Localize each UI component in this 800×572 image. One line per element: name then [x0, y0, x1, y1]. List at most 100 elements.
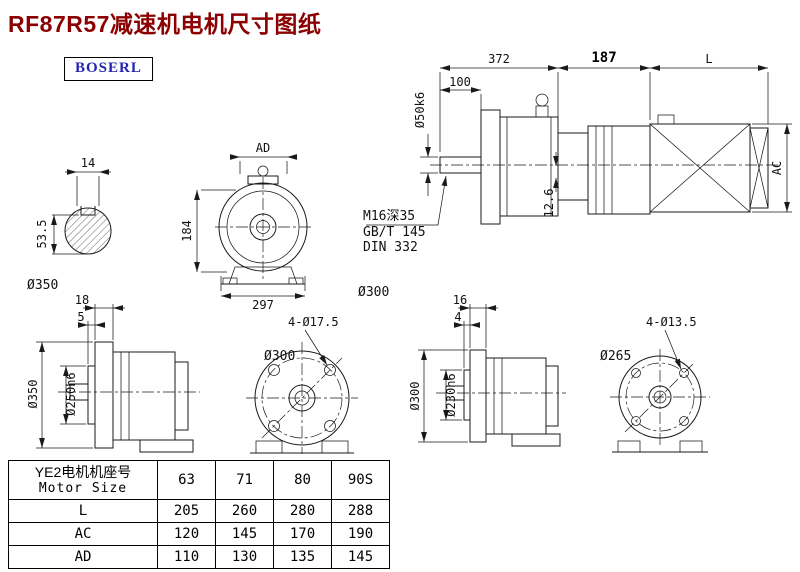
bolt-hole	[679, 368, 689, 378]
bolt-hole	[324, 420, 336, 432]
flange-outer-circle	[254, 350, 350, 446]
dimension-lines	[366, 65, 792, 226]
dim-shaft-dia: Ø50k6	[413, 92, 427, 128]
bolt-circle	[261, 357, 343, 439]
view-assembly-side: 372 187 L 100 Ø50k6 12.6 AC M16深35 GB/T …	[358, 50, 792, 300]
dim-16: 16	[453, 293, 467, 307]
cell: 145	[331, 545, 390, 569]
mounting-flange	[480, 109, 501, 225]
housing-step	[557, 132, 589, 201]
note-din-standard: DIN 332	[363, 240, 418, 255]
dim-spigot-250: Ø250h6	[64, 372, 78, 415]
note-tapped-hole: M16深35	[363, 209, 415, 224]
shaft-center	[294, 390, 310, 406]
foot	[139, 439, 194, 453]
motor-size-63: 63	[157, 460, 216, 500]
view-shaft-keyway-section: 14 53.5 Ø350	[27, 156, 112, 293]
table-header-cell: YE2电机机座号 Motor Size	[8, 460, 158, 500]
cell: 280	[273, 499, 332, 523]
dimension-lines	[194, 154, 306, 299]
dim-184: 184	[180, 220, 194, 242]
dim-bolt-circle-300: Ø300	[264, 349, 295, 364]
table-header-cn: YE2电机机座号	[34, 464, 132, 480]
top-cap	[247, 175, 279, 185]
bolt-hole	[679, 416, 689, 426]
dim-key-height: 53.5	[35, 220, 49, 249]
view-output-side-large: 18 5 Ø350 Ø250h6	[26, 293, 200, 453]
eyebolt-ring	[257, 165, 269, 177]
cell: 135	[273, 545, 332, 569]
housing	[112, 351, 176, 441]
cell: 110	[157, 545, 216, 569]
flange-plate	[94, 341, 114, 449]
table-header-row: YE2电机机座号 Motor Size 63 71 80 90S	[8, 460, 390, 500]
foot	[511, 433, 561, 447]
dim-flange-300: Ø300	[358, 285, 389, 300]
dim-ad: AD	[256, 141, 270, 155]
dim-12-6: 12.6	[542, 189, 556, 218]
dim-spigot-230: Ø230h6	[444, 373, 458, 416]
motor-size-90s: 90S	[331, 460, 390, 500]
flange-outer-circle	[618, 355, 702, 439]
fan-cowl	[749, 127, 769, 209]
motor-size-80: 80	[273, 460, 332, 500]
eyebolt-ring	[535, 93, 549, 107]
dim-18: 18	[75, 293, 89, 307]
view-flange-face-small: 4-Ø13.5 Ø265	[600, 315, 710, 453]
hole-leader	[304, 329, 328, 366]
dim-holes-13-5: 4-Ø13.5	[646, 315, 697, 329]
dim-297: 297	[252, 298, 274, 312]
row-label: AC	[8, 522, 158, 546]
shaft-bore	[288, 384, 316, 412]
flange-plate	[469, 349, 487, 443]
motor-size-table: YE2电机机座号 Motor Size 63 71 80 90S L 205 2…	[8, 460, 390, 569]
shaft-section-circle	[64, 207, 112, 255]
cell: 120	[157, 522, 216, 546]
bolt-hole	[324, 364, 336, 376]
eyebolt-base	[535, 105, 549, 118]
dimension-lines	[36, 304, 125, 449]
note-gb-standard: GB/T 145	[363, 225, 426, 240]
motor-lug	[657, 114, 675, 125]
bolt-hole	[268, 420, 280, 432]
dim-shaft-dia: Ø350	[27, 278, 58, 293]
shaft-bore	[648, 385, 672, 409]
dim-holes-17-5: 4-Ø17.5	[288, 315, 339, 329]
base-feet	[221, 266, 305, 285]
dimension-lines	[418, 304, 498, 443]
dim-187: 187	[591, 50, 616, 66]
row-label: L	[8, 499, 158, 523]
cell: 130	[215, 545, 274, 569]
dim-5: 5	[77, 310, 84, 324]
dim-l: L	[705, 52, 712, 66]
keyway-slot	[80, 206, 96, 216]
motor-size-71: 71	[215, 460, 274, 500]
row-label: AD	[8, 545, 158, 569]
dimension-lines	[51, 169, 111, 255]
bolt-circle	[625, 362, 695, 432]
view-flange-face-large: 4-Ø17.5 Ø300	[246, 315, 358, 454]
table-header-en: Motor Size	[38, 481, 128, 496]
flange-spigot	[87, 365, 96, 425]
dim-od-300: Ø300	[408, 382, 422, 411]
page-title: RF87R57减速机电机尺寸图纸	[8, 11, 322, 37]
cell: 190	[331, 522, 390, 546]
bolt-hole	[631, 368, 641, 378]
dim-key-width: 14	[81, 156, 95, 170]
table-row-l: L 205 260 280 288	[8, 499, 390, 523]
shaft-center	[653, 390, 667, 404]
table-row-ac: AC 120 145 170 190	[8, 522, 390, 546]
view-gearbox-front: AD 184 297	[180, 141, 311, 312]
housing	[485, 357, 547, 435]
flange-inner-circle	[226, 190, 300, 264]
cell: 260	[215, 499, 274, 523]
dim-372: 372	[488, 52, 510, 66]
dim-4: 4	[454, 310, 461, 324]
flange-outer-circle	[218, 182, 308, 272]
dim-ac: AC	[770, 161, 784, 175]
cell: 145	[215, 522, 274, 546]
dim-od-350: Ø350	[26, 380, 40, 409]
dim-100: 100	[449, 75, 471, 89]
hole-leader	[664, 329, 682, 370]
